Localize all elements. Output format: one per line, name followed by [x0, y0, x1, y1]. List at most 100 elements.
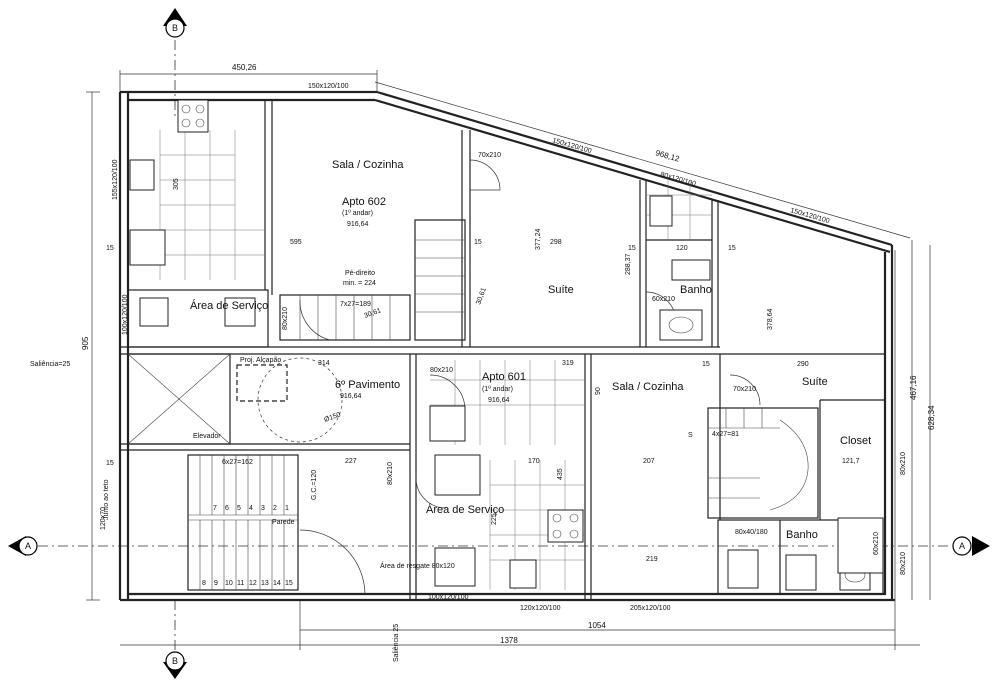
- room-apto-602-floor: (1º andar): [342, 210, 373, 217]
- door-80-3: 80x210: [387, 462, 394, 485]
- room-suite-602: Suíte: [548, 284, 574, 296]
- dimension-labels: 150x120/100 150x120/100 80x120/100 150x1…: [100, 83, 907, 612]
- level-pav: 916,64: [340, 393, 362, 400]
- dim-628: 628,34: [927, 405, 936, 430]
- dim-319: 319: [562, 360, 574, 367]
- section-marker-bottom: B: [163, 651, 187, 679]
- dim-435: 435: [557, 468, 564, 480]
- door-80-2: 80x210: [430, 367, 453, 374]
- room-suite-601: Suíte: [802, 376, 828, 388]
- dim-305: 305: [173, 178, 180, 190]
- svg-text:2: 2: [273, 505, 277, 512]
- section-marker-top: B: [163, 8, 187, 38]
- stair-main-label: 6x27=162: [222, 459, 253, 466]
- svg-text:15: 15: [285, 580, 293, 587]
- level-601: 916,64: [488, 397, 510, 404]
- dim-1054: 1054: [588, 621, 606, 630]
- resgate-label: Área de resgate 80x120: [380, 561, 455, 570]
- dim-968: 968,12: [654, 148, 681, 164]
- window-left-120: 120x70: [100, 507, 107, 530]
- walls: [118, 90, 895, 602]
- dim-377: 377,24: [535, 228, 542, 250]
- svg-text:A: A: [959, 541, 965, 551]
- room-banho-601: Banho: [786, 529, 818, 541]
- door-60-1: 60x210: [652, 296, 675, 303]
- dim-288: 288,37: [625, 253, 632, 275]
- room-servico-601: Área de Serviço: [426, 503, 504, 516]
- room-closet: Closet: [840, 435, 871, 447]
- svg-text:12: 12: [249, 580, 257, 587]
- dim-227: 227: [345, 458, 357, 465]
- svg-text:B: B: [172, 23, 178, 33]
- dim-15-b: 15: [106, 460, 114, 467]
- gc-label: G.C.=120: [311, 470, 318, 500]
- room-labels: Sala / Cozinha Apto 602 (1º andar) 916,6…: [30, 159, 871, 662]
- svg-text:7: 7: [213, 505, 217, 512]
- dim-905: 905: [81, 336, 90, 350]
- svg-text:5: 5: [237, 505, 241, 512]
- room-sala-602: Sala / Cozinha: [332, 159, 404, 171]
- dim-378: 378,64: [767, 308, 774, 330]
- pe-direito-min-label: min. = 224: [343, 280, 376, 287]
- dim-15-e: 15: [728, 245, 736, 252]
- window-left-155: 155x120/100: [112, 159, 119, 200]
- svg-text:3: 3: [261, 505, 265, 512]
- dim-3061-a: 30,61: [475, 287, 488, 306]
- window-bottom-120: 120x120/100: [520, 605, 561, 612]
- room-sala-601: Sala / Cozinha: [612, 381, 684, 393]
- svg-text:6: 6: [225, 505, 229, 512]
- room-banho-602: Banho: [680, 284, 712, 296]
- room-apto-601-floor: (1º andar): [482, 386, 513, 393]
- stair-601-label: 4x27=81: [712, 431, 739, 438]
- window-top: 150x120/100: [308, 83, 349, 90]
- room-6-pavimento: 6º Pavimento: [335, 379, 400, 391]
- staircase-602: 7x27=189: [279, 219, 466, 341]
- staircase-main: 6x27=162 Parede 1 2 3 4 5 6 7 8 9 10 11 …: [187, 454, 299, 591]
- saliencia-left: Saliência=25: [30, 361, 70, 368]
- staircase-601: 4x27=81 S: [688, 407, 819, 519]
- window-bottom-100: 100x120/100: [428, 594, 469, 601]
- room-elevador: Elevador: [193, 433, 221, 440]
- dim-595: 595: [290, 239, 302, 246]
- door-80-5: 80x210: [900, 552, 907, 575]
- door-70-2: 70x210: [733, 386, 756, 393]
- svg-text:11: 11: [237, 580, 244, 587]
- room-servico-602: Área de Serviço: [190, 299, 268, 312]
- room-apto-601: Apto 601: [482, 371, 526, 383]
- svg-text:10: 10: [225, 580, 233, 587]
- section-marker-right: A: [952, 536, 990, 556]
- door-70-1: 70x210: [478, 152, 501, 159]
- dim-314: 314: [318, 360, 330, 367]
- section-marker-left: A: [8, 536, 38, 556]
- window-bottom-205: 205x120/100: [630, 605, 671, 612]
- svg-text:B: B: [172, 656, 178, 666]
- svg-text:4: 4: [249, 505, 253, 512]
- dim-225: 225: [491, 513, 498, 525]
- svg-text:9: 9: [214, 580, 218, 587]
- door-60-2: 60x210: [873, 532, 880, 555]
- level-602: 916,64: [347, 221, 369, 228]
- room-apto-602: Apto 602: [342, 196, 386, 208]
- junto-label: Junto ao teto: [103, 479, 110, 520]
- svg-text:1: 1: [285, 505, 289, 512]
- door-80-1: 80x210: [282, 307, 289, 330]
- dim-121: 121,7: [842, 458, 860, 465]
- dim-207: 207: [643, 458, 655, 465]
- door-80-4: 80x210: [900, 452, 907, 475]
- saliencia-bottom: Saliência 25: [393, 624, 400, 662]
- dim-15-a: 15: [106, 245, 114, 252]
- dim-467: 467,16: [909, 375, 918, 400]
- svg-text:13: 13: [261, 580, 269, 587]
- dim-290: 290: [797, 361, 809, 368]
- dim-15-c: 15: [474, 239, 482, 246]
- alcapao-label: Proj. Alçapão: [240, 357, 281, 364]
- svg-text:8: 8: [202, 580, 206, 587]
- svg-text:A: A: [25, 541, 31, 551]
- dim-3061-b: 30,61: [363, 307, 382, 320]
- dim-15-f: 15: [702, 361, 710, 368]
- svg-text:14: 14: [273, 580, 281, 587]
- diam-label: Ø150: [323, 411, 342, 423]
- dim-1378: 1378: [500, 636, 518, 645]
- svg-text:S: S: [688, 432, 693, 439]
